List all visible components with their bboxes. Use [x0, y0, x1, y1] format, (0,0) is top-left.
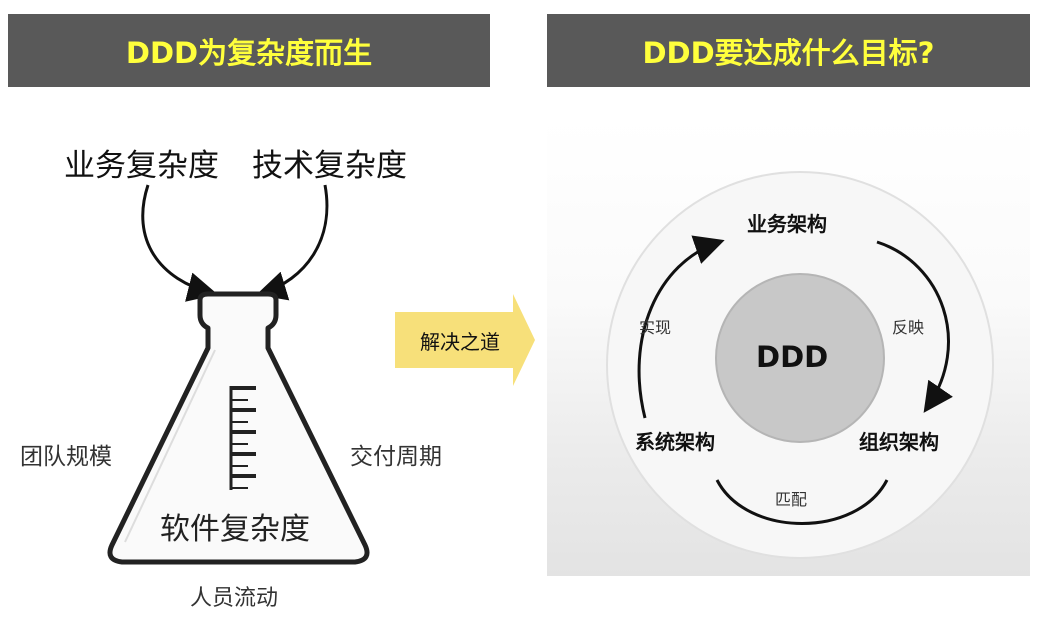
solution-arrow-label: 解决之道: [420, 330, 500, 354]
software-complexity-label: 软件复杂度: [160, 512, 310, 547]
match-label: 匹配: [775, 490, 808, 509]
left-banner: DDD为复杂度而生: [8, 14, 490, 87]
system-architecture-label: 系统架构: [635, 430, 715, 454]
flask-drawing: [107, 184, 370, 565]
ddd-circle-drawing: [606, 171, 994, 559]
business-arrow: [141, 184, 218, 302]
flask-body: [107, 291, 370, 565]
left-banner-title: DDD为复杂度而生: [125, 35, 373, 70]
ddd-core-label: DDD: [756, 340, 829, 374]
core-circle: [715, 273, 885, 443]
reflect-arrow: [876, 240, 953, 413]
staff-turnover-label: 人员流动: [190, 586, 279, 611]
team-size-label: 团队规模: [20, 444, 112, 470]
match-arrow: [715, 479, 889, 525]
solution-arrow: 解决之道: [395, 290, 535, 390]
implement-arrow: [637, 235, 725, 419]
business-complexity-label: 业务复杂度: [64, 148, 219, 184]
arrow-shape: [395, 294, 535, 386]
implement-label: 实现: [639, 318, 672, 337]
tech-arrow: [256, 184, 329, 301]
technical-complexity-label: 技术复杂度: [252, 148, 407, 184]
business-architecture-label: 业务架构: [747, 212, 827, 236]
right-banner: DDD要达成什么目标?: [547, 14, 1030, 87]
measurement-scale: [229, 386, 256, 490]
right-banner-title: DDD要达成什么目标?: [642, 35, 935, 70]
organization-architecture-label: 组织架构: [859, 430, 939, 454]
reflect-label: 反映: [892, 318, 925, 337]
ddd-goal-diagram: DDD 业务架构 系统架构 组织架构 实现 反映 匹配: [547, 118, 1030, 576]
flask-diagram: 业务复杂度 技术复杂度 团队规模 交付周期 软件复杂度 人员流动: [0, 110, 470, 617]
delivery-cycle-label: 交付周期: [350, 444, 442, 470]
